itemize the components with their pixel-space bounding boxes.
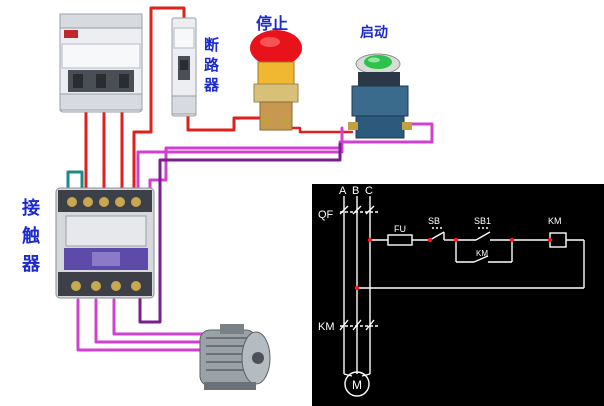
phase-a-label: A (339, 185, 347, 197)
magenta-wire-start-return (148, 146, 344, 190)
contactor (55, 187, 155, 299)
breaker-label-1: 断 (204, 36, 220, 54)
red-wire-stop-start (288, 126, 354, 134)
km-aux-label: KM (476, 249, 488, 258)
fu-label: FU (394, 224, 406, 234)
stop-button (250, 30, 302, 131)
start-label: 启动 (360, 25, 388, 41)
wires (66, 6, 434, 352)
breaker-label-3: 器 (204, 76, 220, 94)
red-wire-breaker-stop (186, 112, 264, 132)
three-pole-breaker (59, 13, 143, 113)
phase-b-label: B (352, 185, 359, 197)
km-coil-label: KM (548, 216, 562, 226)
km-main-label: KM (318, 321, 335, 333)
purple-wire-coil (138, 142, 342, 324)
teal-jumper (66, 170, 84, 198)
stop-label: 停止 (256, 14, 289, 33)
schematic-panel: A B C QF FU SB SB1 KM KM KM M (312, 184, 604, 406)
magenta-wire-control-2 (338, 122, 434, 144)
motor-wire-1 (76, 298, 212, 352)
start-button (348, 53, 412, 139)
contactor-label-2: 触 (22, 226, 40, 247)
phase-c-label: C (365, 185, 373, 197)
motor-symbol-label: M (352, 378, 362, 392)
motor-wire-2 (94, 298, 214, 344)
single-pole-breaker (171, 17, 197, 117)
magenta-wire-control-1 (136, 126, 344, 194)
red-wire-to-breaker (132, 6, 186, 194)
motor-wire-3 (112, 298, 216, 336)
breaker-label-2: 路 (204, 56, 220, 74)
sb1-label: SB1 (474, 216, 491, 226)
motor (199, 324, 271, 390)
sb-label: SB (428, 216, 440, 226)
contactor-label-1: 接 (22, 198, 40, 219)
contactor-label-3: 器 (22, 254, 40, 275)
qf-label: QF (318, 209, 334, 221)
